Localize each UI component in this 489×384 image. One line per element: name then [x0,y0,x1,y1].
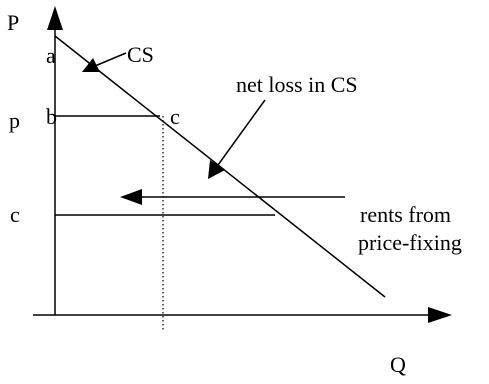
price-p-label: p [9,108,20,133]
y-axis-label: P [7,10,19,35]
net-loss-annotation: net loss in CS [236,72,358,97]
point-a-label: a [46,43,56,68]
point-c-label: c [170,104,180,129]
net-loss-pointer-arrowhead [208,160,225,179]
rents-annotation-line1: rents from [360,202,451,227]
rents-annotation-line2: price-fixing [358,230,462,255]
demand-curve [54,35,386,298]
cs-pointer-arrowhead [82,58,100,72]
cs-annotation: CS [127,42,154,67]
cs-pointer-shaft [94,52,127,67]
net-loss-pointer-shaft [217,99,266,166]
y-axis-arrowhead [47,6,63,30]
x-axis-arrowhead [428,307,452,323]
cost-c-label: c [10,202,20,227]
point-b-label: b [46,104,57,129]
x-axis-label: Q [390,352,406,377]
rents-pointer-arrowhead [120,189,142,205]
